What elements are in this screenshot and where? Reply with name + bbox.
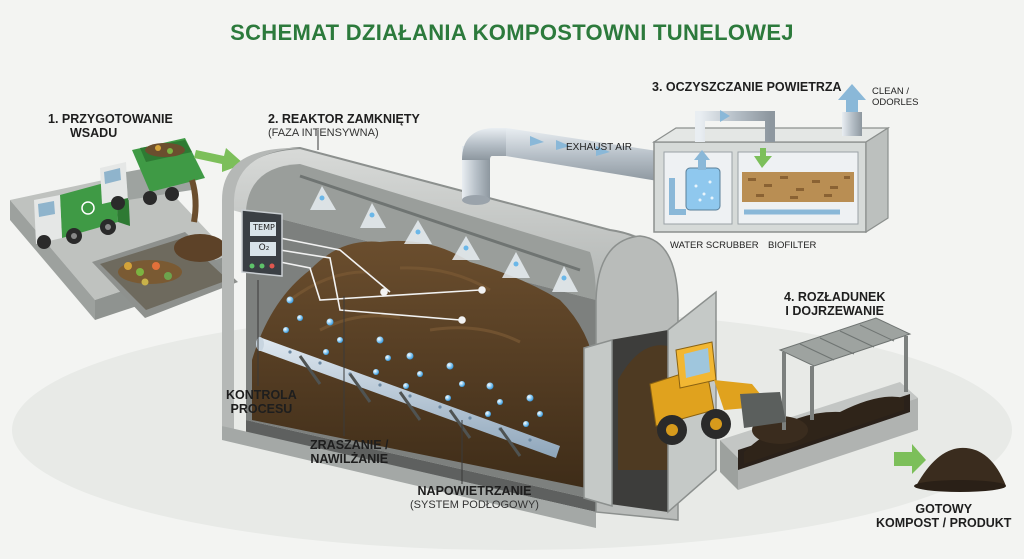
label-sprinkling-line-1: ZRASZANIE / bbox=[310, 438, 389, 452]
label-step-maturation: 4. ROZŁADUNEK I DOJRZEWANIE bbox=[784, 290, 885, 318]
label-aeration: NAPOWIETRZANIE (SYSTEM PODŁOGOWY) bbox=[410, 484, 539, 512]
label-final-product-line-1: GOTOWY bbox=[915, 502, 973, 516]
label-step-reactor: 2. REAKTOR ZAMKNIĘTY (FAZA INTENSYWNA) bbox=[268, 112, 420, 140]
label-step-air-cleaning: 3. OCZYSZCZANIE POWIETRZA bbox=[652, 80, 842, 94]
maturation-area bbox=[720, 317, 1006, 492]
air-cleaning-unit bbox=[651, 84, 891, 234]
flow-arrow-to-product bbox=[894, 444, 926, 474]
label-step-preparation-line-2: WSADU bbox=[70, 126, 118, 140]
label-final-product: GOTOWY KOMPOST / PRODUKT bbox=[876, 502, 1011, 530]
dump-truck bbox=[100, 138, 205, 223]
label-clean-air-line-2: ODORLES bbox=[872, 97, 919, 108]
aeration-bubbles bbox=[283, 296, 543, 427]
sensor-wires bbox=[279, 237, 486, 324]
sprinkler-line bbox=[299, 174, 581, 292]
label-final-product-line-2: KOMPOST / PRODUKT bbox=[876, 516, 1012, 530]
label-sprinkling-line-2: NAWILŻANIE bbox=[310, 452, 389, 466]
page-title: SCHEMAT DZIAŁANIA KOMPOSTOWNI TUNELOWEJ bbox=[230, 20, 794, 45]
label-exhaust-air: EXHAUST AIR bbox=[566, 142, 632, 153]
panel-o2-readout: O₂ bbox=[258, 243, 270, 253]
label-process-control: KONTROLA PROCESU bbox=[226, 388, 297, 416]
label-clean-air: CLEAN / ODORLES bbox=[872, 86, 918, 108]
compost-heap bbox=[916, 447, 1006, 486]
label-water-scrubber: WATER SCRUBBER bbox=[670, 240, 759, 251]
flow-arrow-to-reactor bbox=[194, 148, 244, 172]
label-step-maturation-line-1: 4. ROZŁADUNEK bbox=[784, 290, 886, 304]
label-biofilter: BIOFILTER bbox=[768, 240, 817, 251]
label-aeration-sub: (SYSTEM PODŁOGOWY) bbox=[410, 499, 539, 511]
aeration-floor-pipe bbox=[256, 337, 560, 458]
label-step-preparation: 1. PRZYGOTOWANIE WSADU bbox=[48, 112, 173, 140]
control-panel bbox=[241, 209, 283, 277]
label-step-preparation-line-1: 1. PRZYGOTOWANIE bbox=[48, 112, 173, 126]
label-sprinkling: ZRASZANIE / NAWILŻANIE bbox=[310, 438, 388, 466]
label-step-maturation-line-2: I DOJRZEWANIE bbox=[785, 304, 885, 318]
waste-pit bbox=[92, 232, 238, 318]
label-process-control-line-2: PROCESU bbox=[230, 402, 293, 416]
panel-temp-readout: TEMP bbox=[253, 223, 275, 232]
label-clean-air-line-1: CLEAN / bbox=[872, 86, 909, 97]
label-step-reactor-sub: (FAZA INTENSYWNA) bbox=[268, 127, 379, 139]
clean-air-arrow bbox=[838, 84, 866, 112]
tunnel-reactor bbox=[222, 146, 717, 528]
exhaust-pipe bbox=[462, 128, 664, 205]
preparation-area bbox=[10, 138, 244, 320]
label-step-reactor-title: 2. REAKTOR ZAMKNIĘTY bbox=[268, 112, 420, 126]
shelter-roof bbox=[778, 317, 912, 367]
wheel-loader bbox=[649, 341, 786, 445]
label-process-control-line-1: KONTROLA bbox=[226, 388, 297, 402]
label-aeration-title: NAPOWIETRZANIE bbox=[417, 484, 532, 498]
